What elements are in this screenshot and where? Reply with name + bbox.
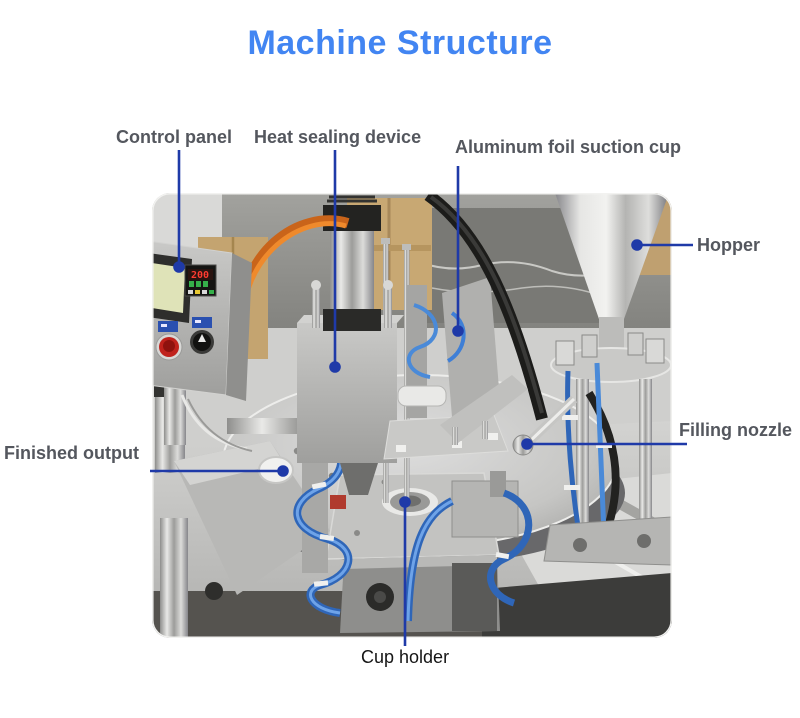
label-cup-holder: Cup holder xyxy=(361,647,450,667)
right-station xyxy=(404,375,533,622)
hopper-leg xyxy=(639,379,652,539)
pneumatic-cylinder xyxy=(323,195,381,331)
temperature-controller: 200 xyxy=(184,264,217,297)
hopper-assembly xyxy=(543,193,672,566)
machine-photo-svg: 200 xyxy=(152,193,672,638)
photo-scene: 200 xyxy=(152,193,672,638)
selector-knob xyxy=(190,330,214,354)
label-aluminum-foil-suction-cup: Aluminum foil suction cup xyxy=(455,137,681,157)
label-hopper: Hopper xyxy=(697,235,760,255)
label-control-panel: Control panel xyxy=(116,127,232,147)
control-panel-part: 200 xyxy=(152,240,253,638)
hopper-cone xyxy=(555,193,669,319)
photo-border xyxy=(152,193,672,638)
hopper-leg xyxy=(576,379,589,539)
page-title: Machine Structure xyxy=(247,24,553,62)
label-finished-output: Finished output xyxy=(4,443,139,463)
label-filling-nozzle: Filling nozzle xyxy=(679,420,792,440)
heat-sealing-device xyxy=(234,195,404,509)
temperature-display: 200 xyxy=(191,270,209,281)
emergency-stop-button xyxy=(155,333,183,361)
machine-photo: 200 xyxy=(152,193,672,638)
label-heat-sealing-device: Heat sealing device xyxy=(254,127,422,147)
black-cable-sheen xyxy=(429,195,544,414)
